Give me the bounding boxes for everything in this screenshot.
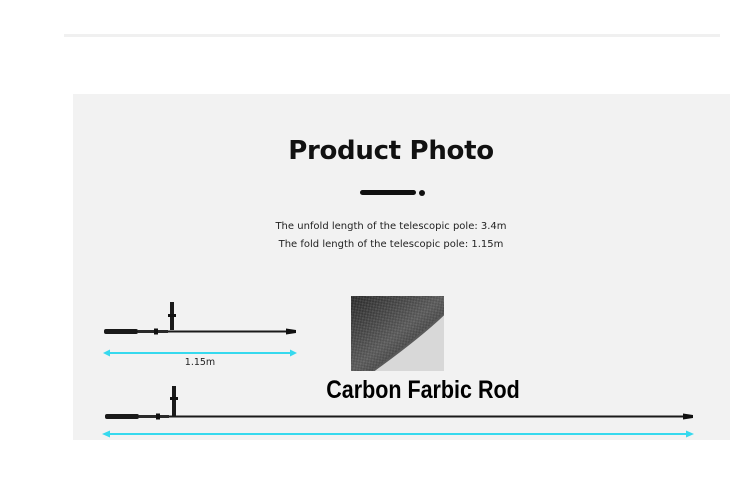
decoration-bar: [360, 190, 416, 195]
folded-pole-collar: [154, 328, 158, 335]
folded-pole-grip: [104, 329, 138, 334]
folded-length-arrow: [103, 349, 297, 357]
page-title: Product Photo: [288, 136, 494, 166]
title-decoration: [360, 189, 426, 197]
extended-length-arrow: [102, 430, 694, 438]
fold-length-text: The fold length of the telescopic pole: …: [278, 239, 504, 250]
extended-pole-grip: [105, 414, 139, 419]
folded-pole: [104, 302, 296, 335]
folded-pole-tip: [286, 328, 296, 335]
folded-pole-clip: [168, 314, 176, 317]
carbon-fabric-closeup: [351, 296, 444, 371]
extended-pole: [105, 386, 693, 420]
folded-pole-section: [138, 330, 168, 333]
extended-pole-section: [139, 415, 169, 418]
product-panel: [73, 94, 730, 440]
folded-length-label: 1.15m: [184, 357, 216, 368]
folded-pole-shaft: [168, 330, 286, 333]
decoration-dot: [419, 190, 425, 196]
unfold-length-text: The unfold length of the telescopic pole…: [275, 221, 507, 232]
extended-pole-collar: [156, 413, 160, 420]
extended-pole-shaft: [169, 415, 685, 418]
carbon-fabric-caption: Carbon Farbic Rod: [326, 376, 520, 404]
extended-pole-clip: [170, 397, 178, 400]
extended-pole-handle: [172, 386, 176, 416]
top-divider: [64, 34, 720, 37]
extended-pole-tip: [683, 413, 693, 420]
